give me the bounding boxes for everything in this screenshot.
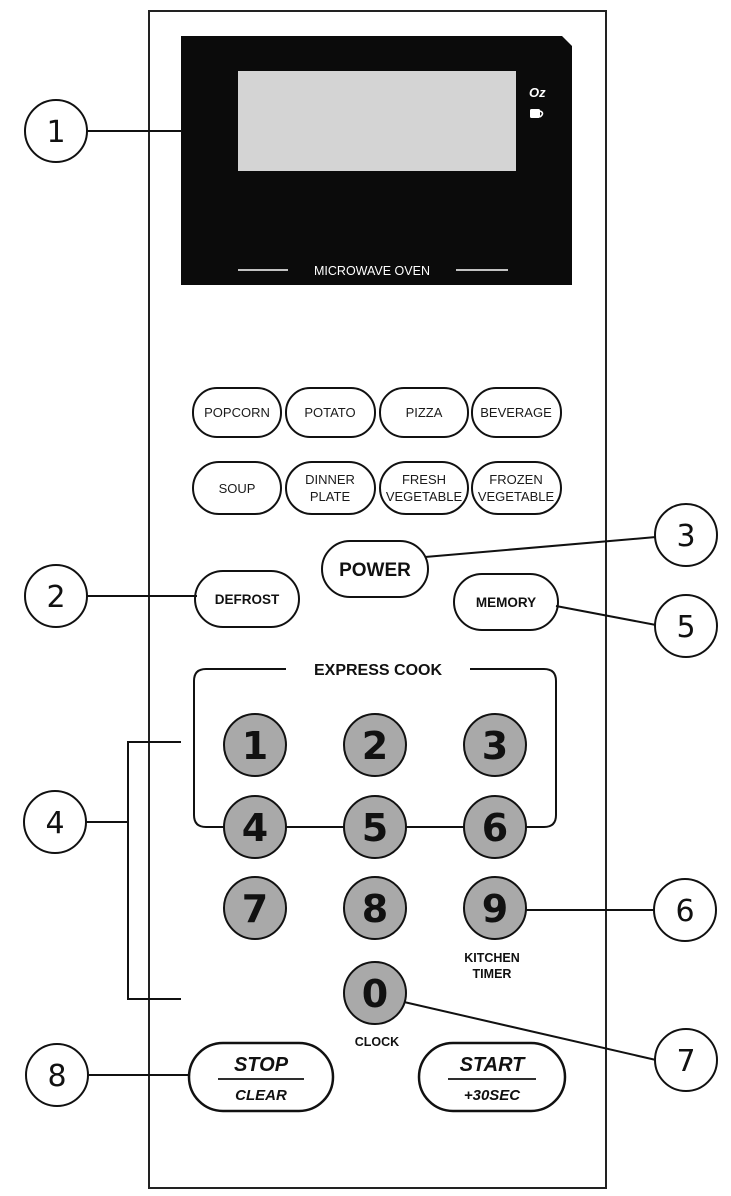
- key-2[interactable]: 2: [343, 713, 407, 777]
- callout-1: 1: [24, 99, 88, 163]
- power-label: POWER: [339, 560, 411, 581]
- beverage-label: BEVERAGE: [480, 405, 552, 420]
- frozen-vegetable-label-line2: VEGETABLE: [478, 489, 555, 504]
- power-button[interactable]: POWER: [321, 540, 429, 598]
- callout-4: 4: [23, 790, 87, 854]
- key-5-label: 5: [362, 806, 388, 850]
- lcd-screen: [238, 71, 516, 171]
- key-0[interactable]: 0: [343, 961, 407, 1025]
- key-9-label: 9: [482, 887, 508, 931]
- frozen-vegetable-label-line1: FROZEN: [489, 472, 542, 487]
- callout-7: 7: [654, 1028, 718, 1092]
- potato-label: POTATO: [304, 405, 355, 420]
- stop-label: STOP: [234, 1054, 289, 1076]
- fresh-vegetable-button[interactable]: FRESH VEGETABLE: [379, 461, 469, 515]
- fresh-vegetable-label-line1: FRESH: [402, 472, 446, 487]
- svg-text:3: 3: [676, 519, 695, 554]
- kitchen-timer-label-line2: TIMER: [473, 967, 512, 981]
- key-7[interactable]: 7: [223, 876, 287, 940]
- popcorn-label: POPCORN: [204, 405, 270, 420]
- key-4[interactable]: 4: [223, 795, 287, 859]
- popcorn-button[interactable]: POPCORN: [192, 387, 282, 438]
- key-3[interactable]: 3: [463, 713, 527, 777]
- key-3-label: 3: [482, 724, 508, 768]
- svg-text:5: 5: [676, 610, 695, 645]
- svg-text:1: 1: [46, 115, 65, 150]
- pizza-label: PIZZA: [406, 405, 443, 420]
- key-8-label: 8: [362, 887, 388, 931]
- key-0-label: 0: [362, 972, 388, 1016]
- key-9[interactable]: 9: [463, 876, 527, 940]
- potato-button[interactable]: POTATO: [285, 387, 376, 438]
- callout-2: 2: [24, 564, 88, 628]
- key-5[interactable]: 5: [343, 795, 407, 859]
- leader-line-3: [424, 536, 657, 558]
- key-6[interactable]: 6: [463, 795, 527, 859]
- key-2-label: 2: [362, 724, 388, 768]
- svg-text:6: 6: [675, 894, 694, 929]
- callout-3: 3: [654, 503, 718, 567]
- callout-6: 6: [653, 878, 717, 942]
- frozen-vegetable-button[interactable]: FROZEN VEGETABLE: [471, 461, 562, 515]
- svg-text:4: 4: [45, 806, 64, 841]
- fresh-vegetable-label-line2: VEGETABLE: [386, 489, 463, 504]
- dinner-plate-label-line2: PLATE: [310, 489, 351, 504]
- key-7-label: 7: [242, 887, 268, 931]
- callout-8: 8: [25, 1043, 89, 1107]
- express-cook-label: EXPRESS COOK: [314, 662, 442, 679]
- key-4-label: 4: [242, 806, 268, 850]
- dinner-plate-button[interactable]: DINNER PLATE: [285, 461, 376, 515]
- dinner-plate-label-line1: DINNER: [305, 472, 355, 487]
- kitchen-timer-label-line1: KITCHEN: [464, 951, 520, 965]
- clock-label: CLOCK: [355, 1035, 399, 1049]
- key-6-label: 6: [482, 806, 508, 850]
- pizza-button[interactable]: PIZZA: [379, 387, 469, 438]
- stop-clear-button[interactable]: STOP CLEAR: [187, 1041, 335, 1113]
- svg-text:7: 7: [676, 1044, 695, 1079]
- memory-label: MEMORY: [476, 595, 536, 610]
- oz-indicator: Oz: [529, 85, 546, 100]
- display-area: Oz MICROWAVE OVEN: [181, 36, 572, 285]
- defrost-label: DEFROST: [215, 592, 280, 607]
- callout-5: 5: [654, 594, 718, 658]
- start-label: START: [460, 1054, 527, 1076]
- soup-label: SOUP: [219, 481, 256, 496]
- key-1[interactable]: 1: [223, 713, 287, 777]
- cup-icon: [530, 109, 544, 118]
- leader-line-5: [555, 605, 657, 626]
- display-label: MICROWAVE OVEN: [314, 264, 430, 278]
- start-button[interactable]: START +30SEC: [417, 1041, 567, 1113]
- svg-text:8: 8: [47, 1059, 66, 1094]
- memory-button[interactable]: MEMORY: [453, 573, 559, 631]
- keypad-bracket: [127, 741, 181, 1000]
- start-30sec-label: +30SEC: [464, 1087, 521, 1104]
- leader-line-7: [403, 1001, 657, 1061]
- leader-lines: [86, 130, 657, 1076]
- key-8[interactable]: 8: [343, 876, 407, 940]
- clear-label: CLEAR: [235, 1087, 287, 1104]
- soup-button[interactable]: SOUP: [192, 461, 282, 515]
- defrost-button[interactable]: DEFROST: [194, 570, 300, 628]
- svg-text:2: 2: [46, 580, 65, 615]
- key-1-label: 1: [242, 724, 268, 768]
- beverage-button[interactable]: BEVERAGE: [471, 387, 562, 438]
